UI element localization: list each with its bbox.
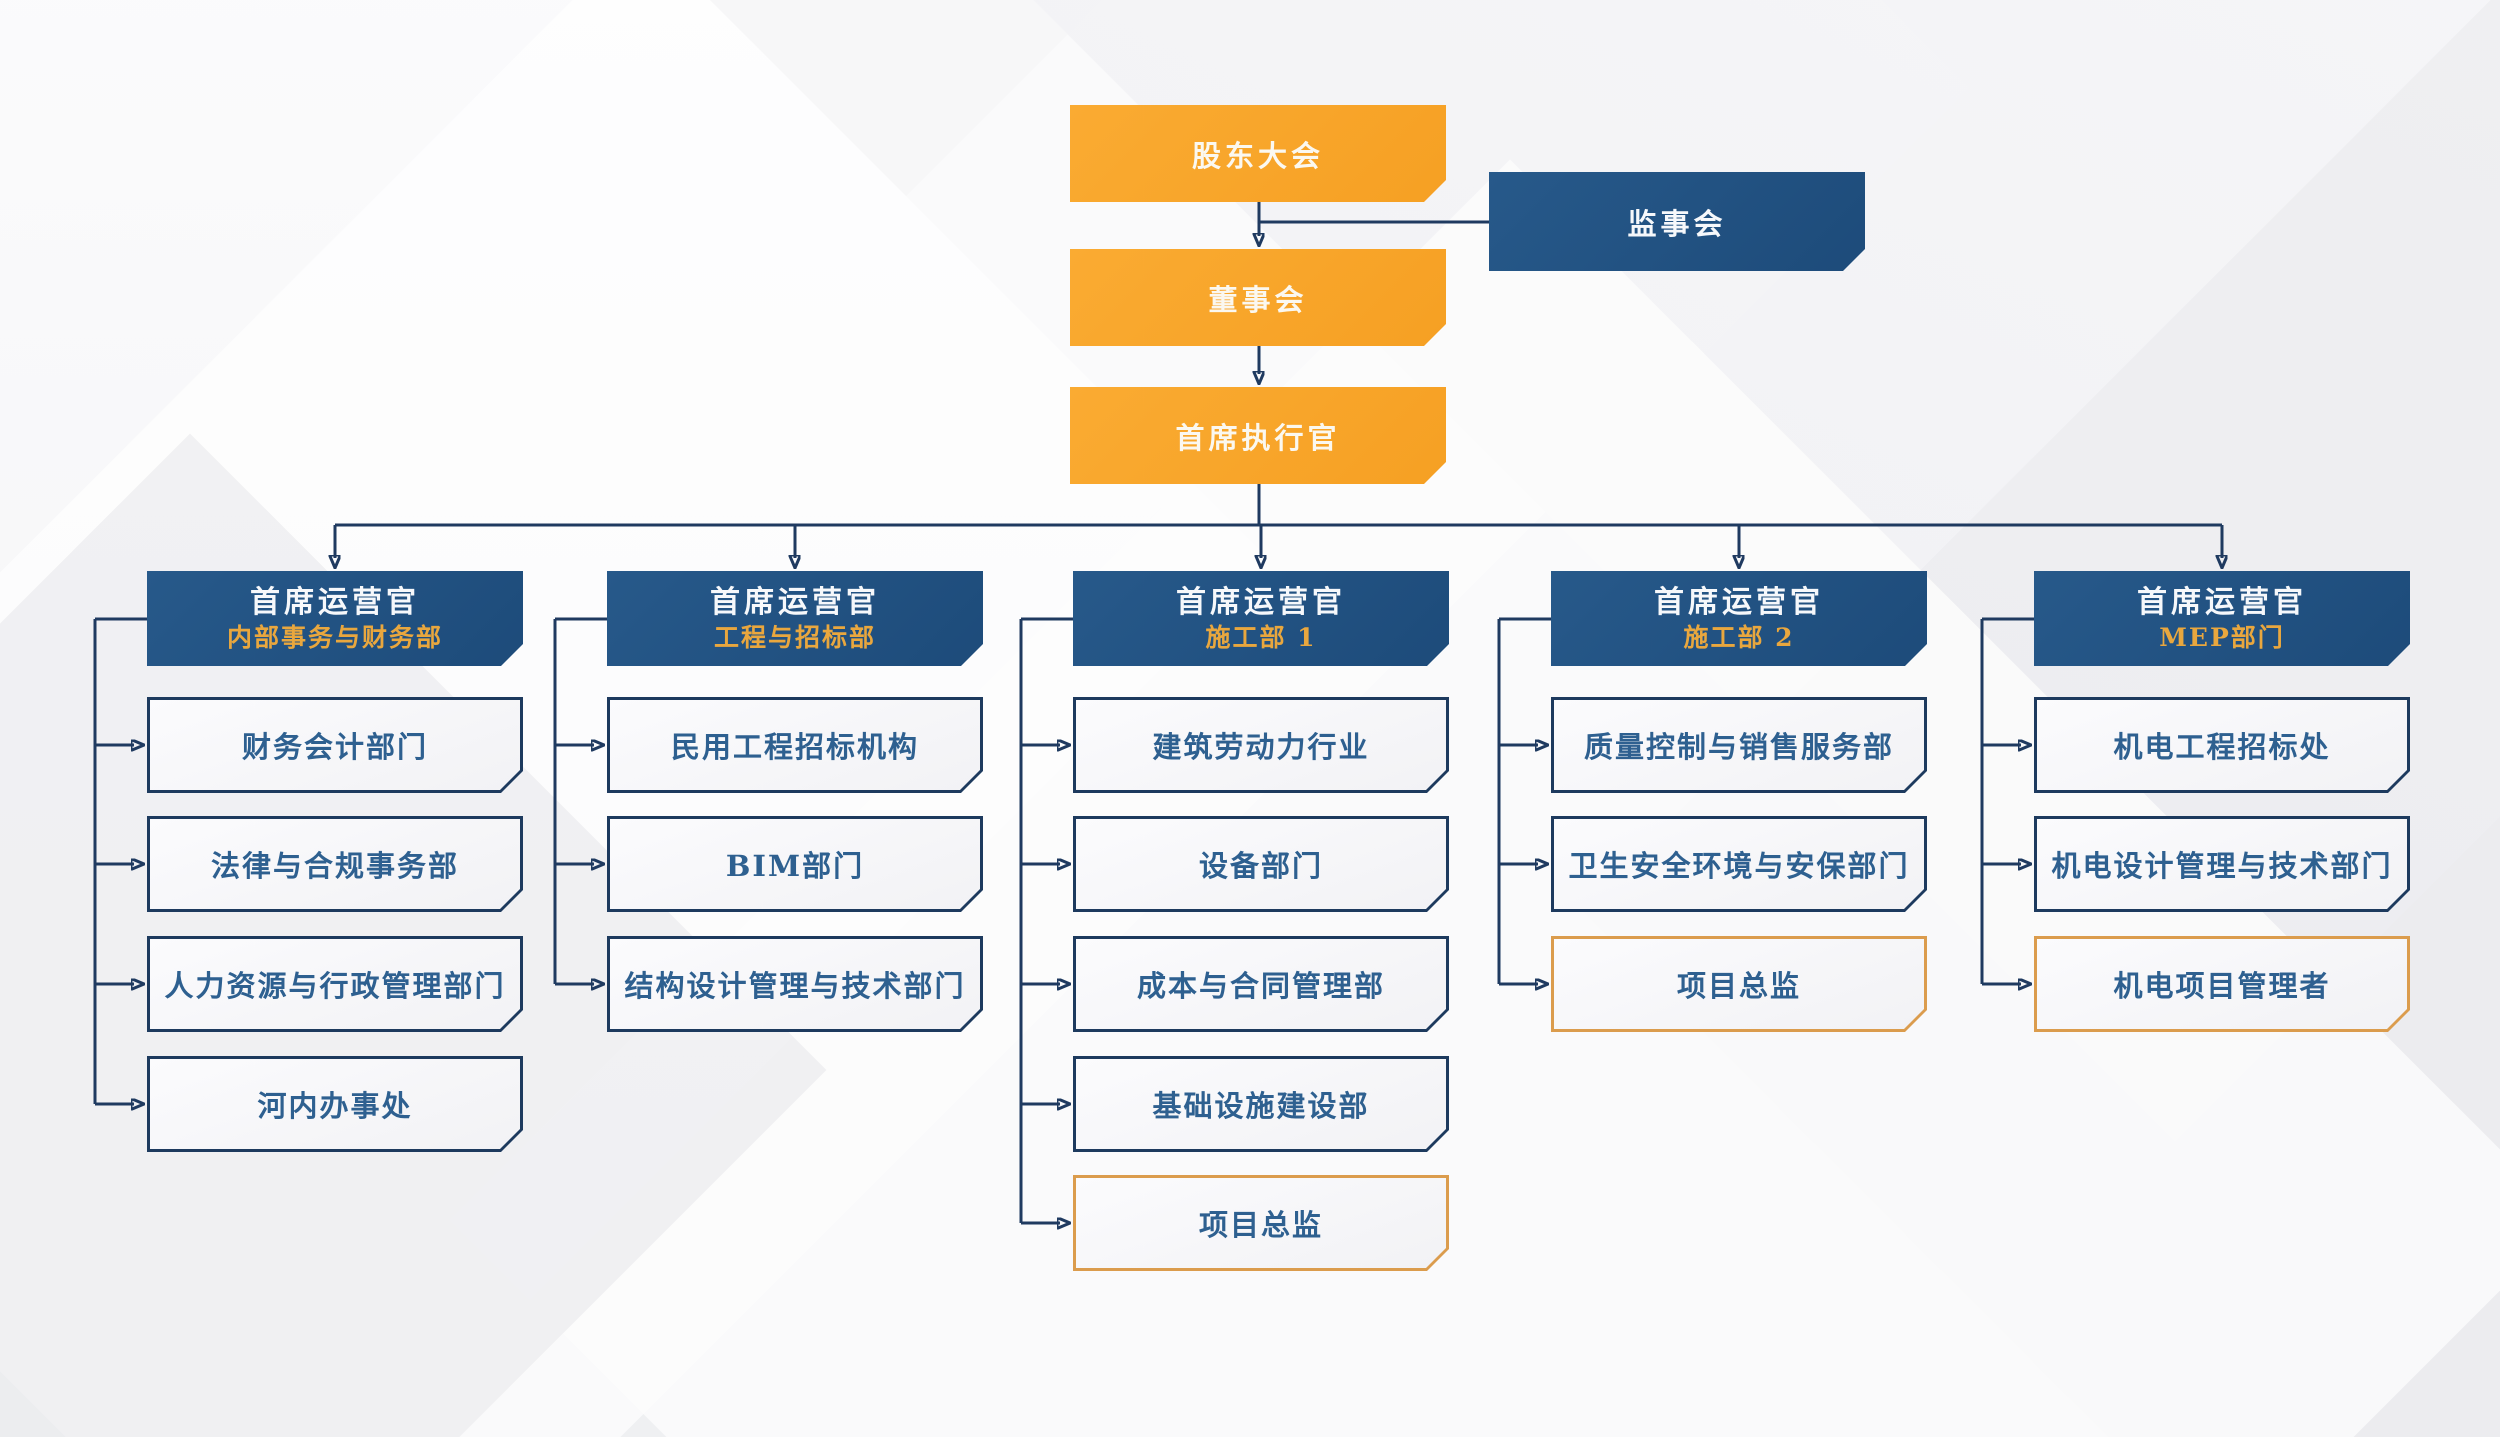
column-4-child-hse-security: 卫生安全环境与安保部门 <box>1551 816 1927 912</box>
column-2-child-bim: BIM部门 <box>607 816 983 912</box>
column-3-child-equipment: 设备部门 <box>1073 816 1449 912</box>
node-supervisory-board: 监事会 <box>1489 172 1865 271</box>
node-label: 监事会 <box>1627 206 1727 241</box>
department-subtitle: 施工部 1 <box>1205 622 1317 652</box>
column-1-child-finance-accounting: 财务会计部门 <box>147 697 523 793</box>
column-2-child-civil-tendering: 民用工程招标机构 <box>607 697 983 793</box>
department-subtitle: 施工部 2 <box>1683 622 1795 652</box>
node-label: 股东大会 <box>1191 138 1324 173</box>
node-label: 首席执行官 <box>1175 420 1341 455</box>
column-1-child-legal-compliance: 法律与合规事务部 <box>147 816 523 912</box>
column-4-child-project-director: 项目总监 <box>1551 936 1927 1032</box>
coo-title: 首席运营官 <box>1654 584 1824 620</box>
department-subtitle: 工程与招标部 <box>713 622 876 652</box>
column-1-child-hr-admin: 人力资源与行政管理部门 <box>147 936 523 1032</box>
column-5-header: 首席运营官 MEP部门 <box>2034 571 2410 666</box>
column-3-child-construction-labor: 建筑劳动力行业 <box>1073 697 1449 793</box>
column-1-header: 首席运营官 内部事务与财务部 <box>147 571 523 666</box>
column-5-child-mep-project-manager: 机电项目管理者 <box>2034 936 2410 1032</box>
coo-title: 首席运营官 <box>1176 584 1346 620</box>
column-5-child-mep-design-tech: 机电设计管理与技术部门 <box>2034 816 2410 912</box>
column-4-header: 首席运营官 施工部 2 <box>1551 571 1927 666</box>
coo-title: 首席运营官 <box>250 584 420 620</box>
column-2-child-structural-design: 结构设计管理与技术部门 <box>607 936 983 1032</box>
department-subtitle: MEP部门 <box>2159 622 2285 652</box>
column-4-child-qc-sales-service: 质量控制与销售服务部 <box>1551 697 1927 793</box>
department-subtitle: 内部事务与财务部 <box>226 622 443 652</box>
column-5-child-mep-tendering: 机电工程招标处 <box>2034 697 2410 793</box>
column-3-child-project-director: 项目总监 <box>1073 1175 1449 1271</box>
column-3-child-infrastructure: 基础设施建设部 <box>1073 1056 1449 1152</box>
node-shareholders-meeting: 股东大会 <box>1070 105 1446 202</box>
node-ceo: 首席执行官 <box>1070 387 1446 484</box>
column-3-child-cost-contract: 成本与合同管理部 <box>1073 936 1449 1032</box>
coo-title: 首席运营官 <box>2137 584 2307 620</box>
column-1-child-hanoi-office: 河内办事处 <box>147 1056 523 1152</box>
column-3-header: 首席运营官 施工部 1 <box>1073 571 1449 666</box>
column-2-header: 首席运营官 工程与招标部 <box>607 571 983 666</box>
coo-title: 首席运营官 <box>710 584 880 620</box>
node-label: 董事会 <box>1208 282 1308 317</box>
node-board-of-directors: 董事会 <box>1070 249 1446 346</box>
